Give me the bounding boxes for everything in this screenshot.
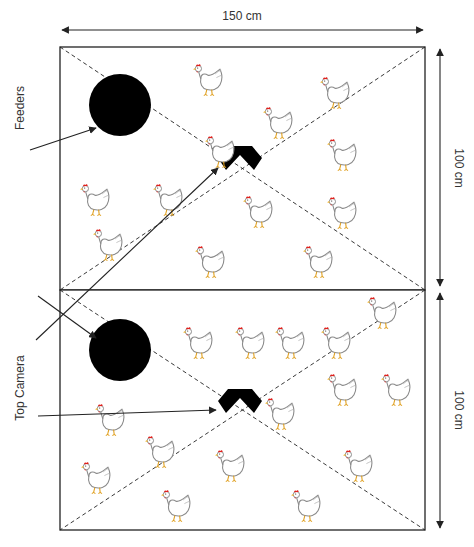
hen <box>327 139 356 170</box>
hen <box>153 184 182 215</box>
dimension-label: 100 cm <box>452 146 466 189</box>
hen <box>291 490 320 521</box>
hen <box>327 197 356 228</box>
hen <box>235 327 264 358</box>
hen <box>243 196 272 227</box>
hen <box>195 246 224 277</box>
callout-label: Feeders <box>13 84 27 132</box>
hen <box>193 64 222 95</box>
top-camera <box>218 389 262 413</box>
hen <box>81 462 110 493</box>
hen <box>215 450 244 481</box>
hen <box>327 374 356 405</box>
callout-label: Top Camera <box>13 353 27 422</box>
hen <box>93 229 122 260</box>
feeder <box>89 319 151 381</box>
feeder <box>89 74 151 136</box>
hen <box>265 398 294 429</box>
hen <box>205 136 234 167</box>
hen <box>275 327 304 358</box>
hen <box>145 436 174 467</box>
hen <box>321 327 350 358</box>
hen <box>320 77 349 108</box>
hens <box>80 64 410 521</box>
dimension-label: 150 cm <box>220 9 263 23</box>
hen <box>367 297 396 328</box>
hen <box>183 327 212 358</box>
hen <box>343 450 372 481</box>
hen <box>381 374 410 405</box>
hen <box>80 184 109 215</box>
hen <box>161 490 190 521</box>
dimension-label: 100 cm <box>452 388 466 431</box>
hen <box>263 107 292 138</box>
hen <box>95 404 124 435</box>
hen <box>303 246 332 277</box>
